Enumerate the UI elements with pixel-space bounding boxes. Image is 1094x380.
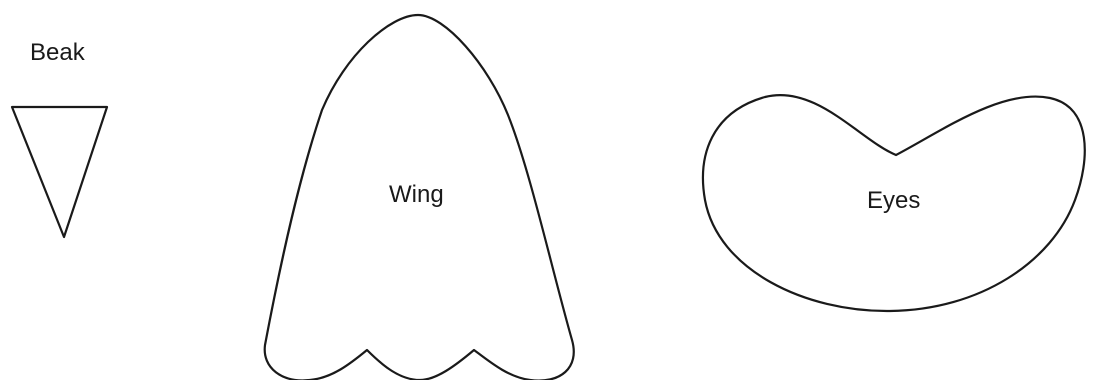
beak-label: Beak — [30, 39, 86, 66]
beak-outline — [12, 107, 107, 237]
beak-piece: Beak — [12, 39, 107, 237]
eyes-label: Eyes — [867, 187, 920, 214]
eyes-piece: Eyes — [703, 95, 1085, 311]
wing-piece: Wing — [265, 15, 574, 380]
wing-label: Wing — [389, 181, 444, 208]
